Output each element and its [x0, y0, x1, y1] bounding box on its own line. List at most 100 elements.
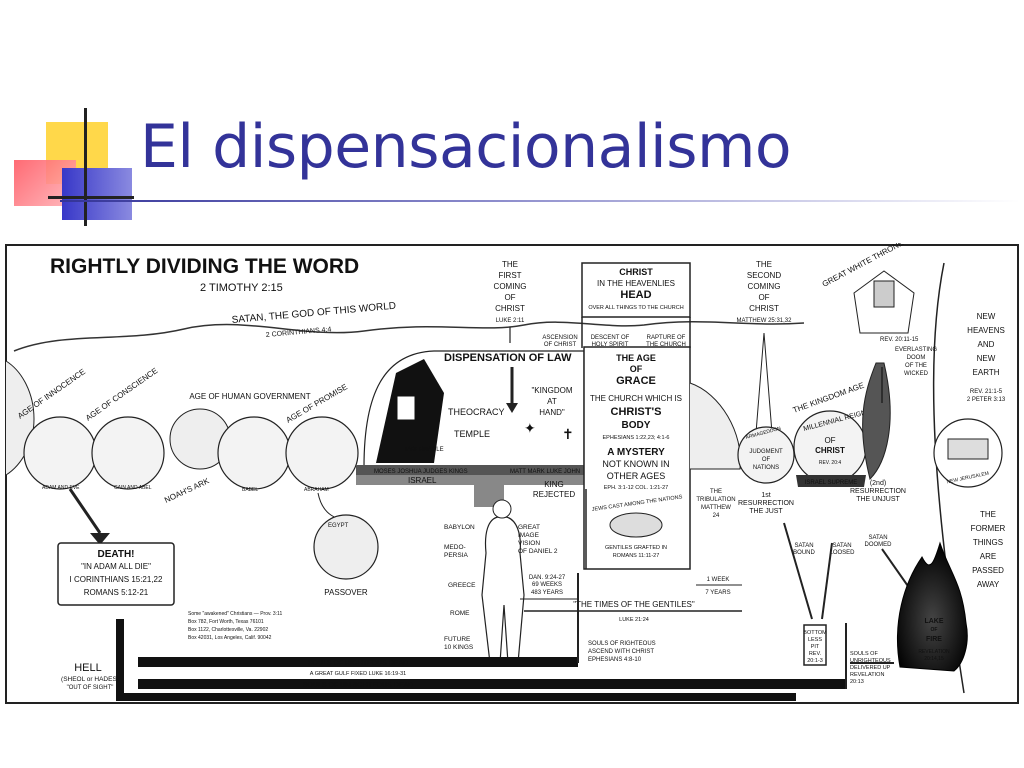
judgment-nations-label: JUDGMENT OF NATIONS [749, 449, 783, 471]
svg-text:SECOND: SECOND [747, 271, 781, 280]
svg-text:SATAN: SATAN [868, 535, 887, 541]
svg-text:IMAGE: IMAGE [518, 532, 540, 539]
svg-text:"KINGDOM: "KINGDOM [531, 386, 572, 395]
age-conscience-circle [91, 416, 165, 490]
svg-text:SATAN: SATAN [832, 543, 851, 549]
law-region [363, 350, 585, 468]
svg-text:7 YEARS: 7 YEARS [705, 590, 730, 596]
empires-list: BABYLON MEDO- PERSIA GREECE ROME FUTURE … [444, 524, 476, 651]
svg-text:(2nd): (2nd) [870, 480, 886, 487]
books-of-law-label: MOSES JOSHUA JUDGES KINGS [374, 469, 468, 475]
svg-text:HAND": HAND" [539, 408, 565, 417]
israel-supreme-band [796, 475, 866, 487]
svg-text:UNRIGHTEOUS: UNRIGHTEOUS [850, 658, 891, 664]
svg-text:THE: THE [980, 510, 996, 519]
svg-text:GREECE: GREECE [448, 582, 476, 589]
christ-heavenlies-box [581, 262, 691, 318]
svg-text:EPHESIANS 4:8-10: EPHESIANS 4:8-10 [588, 657, 642, 663]
svg-text:THE CHURCH WHICH IS: THE CHURCH WHICH IS [590, 394, 682, 403]
death-box-text: DEATH! "IN ADAM ALL DIE" I CORINTHIANS 1… [70, 549, 163, 597]
svg-text:CHRIST: CHRIST [495, 304, 525, 313]
bottomless-pit-box [803, 624, 827, 666]
svg-text:THE AGE: THE AGE [616, 353, 656, 363]
svg-text:CHRIST: CHRIST [749, 304, 779, 313]
svg-text:GENTILES GRAFTED IN: GENTILES GRAFTED IN [605, 545, 667, 551]
svg-text:TRIBULATION: TRIBULATION [696, 497, 735, 503]
satan-loosed-arrow [821, 542, 833, 620]
svg-text:THE: THE [756, 260, 772, 269]
bottomless-pit-label: BOTTOM LESS PIT REV. 20:1-3 [803, 630, 827, 664]
svg-text:EVERLASTING: EVERLASTING [895, 347, 937, 353]
law-arrowhead [506, 403, 518, 413]
svg-text:NEW: NEW [977, 354, 996, 363]
svg-text:DELIVERED UP: DELIVERED UP [850, 665, 891, 671]
svg-text:DESCENT OF: DESCENT OF [591, 335, 630, 341]
svg-text:OF: OF [758, 293, 769, 302]
svg-text:HEAD: HEAD [620, 289, 651, 301]
satan-doomed-arrow [881, 548, 911, 590]
svg-text:DOOM: DOOM [907, 355, 926, 361]
israel-label: ISRAEL [408, 476, 437, 485]
svg-text:ROMANS 11:11-27: ROMANS 11:11-27 [613, 553, 660, 559]
svg-text:BOTTOM: BOTTOM [803, 630, 827, 636]
svg-text:GREAT: GREAT [518, 524, 540, 531]
daniel-statue-icon [481, 516, 525, 664]
svg-text:THE: THE [502, 260, 518, 269]
svg-text:MEDO-: MEDO- [444, 544, 466, 551]
hell-label: HELL (SHEOL or HADES) "OUT OF SIGHT" [61, 662, 119, 691]
svg-text:SOULS OF RIGHTEOUS: SOULS OF RIGHTEOUS [588, 641, 656, 647]
svg-text:NATIONS: NATIONS [753, 465, 779, 471]
svg-text:EARTH: EARTH [973, 368, 1000, 377]
svg-text:MATTHEW 25:31,32: MATTHEW 25:31,32 [737, 318, 793, 324]
svg-text:AND: AND [978, 340, 995, 349]
first-coming-label: THE FIRST COMING OF CHRIST LUKE 2:11 [494, 260, 527, 324]
svg-text:AWAY: AWAY [977, 580, 1000, 589]
svg-text:CHRIST: CHRIST [815, 446, 845, 455]
rapture-label: RAPTURE OF THE CHURCH [646, 335, 686, 348]
svg-text:FIRE: FIRE [926, 636, 942, 643]
svg-text:CHRIST'S: CHRIST'S [611, 406, 662, 418]
chart-heading: RIGHTLY DIVIDING THE WORD [50, 255, 359, 278]
one-week-label: 1 WEEK 7 YEARS [705, 577, 730, 596]
svg-text:"IN ADAM ALL DIE": "IN ADAM ALL DIE" [81, 562, 151, 571]
star-icon: ✦ [524, 420, 536, 436]
svg-text:EPH. 3:1-12 COL. 1:21-27: EPH. 3:1-12 COL. 1:21-27 [604, 485, 669, 491]
svg-text:SATAN: SATAN [794, 543, 813, 549]
svg-text:IN THE HEAVENLIES: IN THE HEAVENLIES [597, 279, 675, 288]
svg-text:OF THE: OF THE [905, 363, 927, 369]
svg-text:KING: KING [544, 480, 564, 489]
great-gulf-label: A GREAT GULF FIXED LUKE 16:19-31 [310, 671, 406, 677]
svg-text:OF: OF [824, 436, 835, 445]
publisher-info: Some "awakened" Christians — Prov. 3:11 … [188, 611, 282, 641]
babel-label: BABEL [242, 487, 258, 493]
svg-text:69 WEEKS: 69 WEEKS [532, 582, 562, 588]
decor-horizontal-line [48, 196, 134, 199]
death-arrowhead [90, 533, 110, 545]
svg-text:OF: OF [630, 364, 643, 374]
age-human-government-circle [217, 416, 291, 490]
of-christ-label: OF CHRIST [815, 436, 845, 455]
svg-text:RAPTURE OF: RAPTURE OF [647, 335, 686, 341]
righteous-dead-label: SOULS OF RIGHTEOUS DEAD [308, 660, 408, 667]
second-coming-label: THE SECOND COMING OF CHRIST MATTHEW 25:3… [737, 260, 793, 324]
svg-text:DOOMED: DOOMED [865, 542, 893, 548]
svg-text:20:14,15: 20:14,15 [924, 656, 944, 662]
svg-text:A MYSTERY: A MYSTERY [607, 447, 665, 458]
lake-of-fire-icon [897, 541, 968, 672]
svg-text:NEW: NEW [977, 312, 996, 321]
theocracy-label: THEOCRACY [448, 407, 505, 417]
svg-text:(SHEOL or HADES): (SHEOL or HADES) [61, 676, 119, 683]
svg-text:HEAVENS: HEAVENS [967, 326, 1005, 335]
svg-text:FUTURE: FUTURE [444, 636, 471, 643]
svg-text:DAN. 9:24-27: DAN. 9:24-27 [529, 575, 566, 581]
svg-text:OTHER AGES: OTHER AGES [607, 471, 666, 481]
svg-text:ROME: ROME [450, 610, 470, 617]
svg-text:10 KINGS: 10 KINGS [444, 644, 474, 651]
new-jerusalem-walls-icon [947, 438, 989, 460]
svg-text:RESURRECTION: RESURRECTION [738, 500, 794, 507]
svg-text:GRACE: GRACE [616, 375, 656, 387]
svg-text:PASSED: PASSED [972, 566, 1004, 575]
svg-text:REV.: REV. [809, 651, 822, 657]
svg-text:VISION: VISION [518, 540, 540, 547]
svg-text:LOOSED: LOOSED [829, 550, 855, 556]
